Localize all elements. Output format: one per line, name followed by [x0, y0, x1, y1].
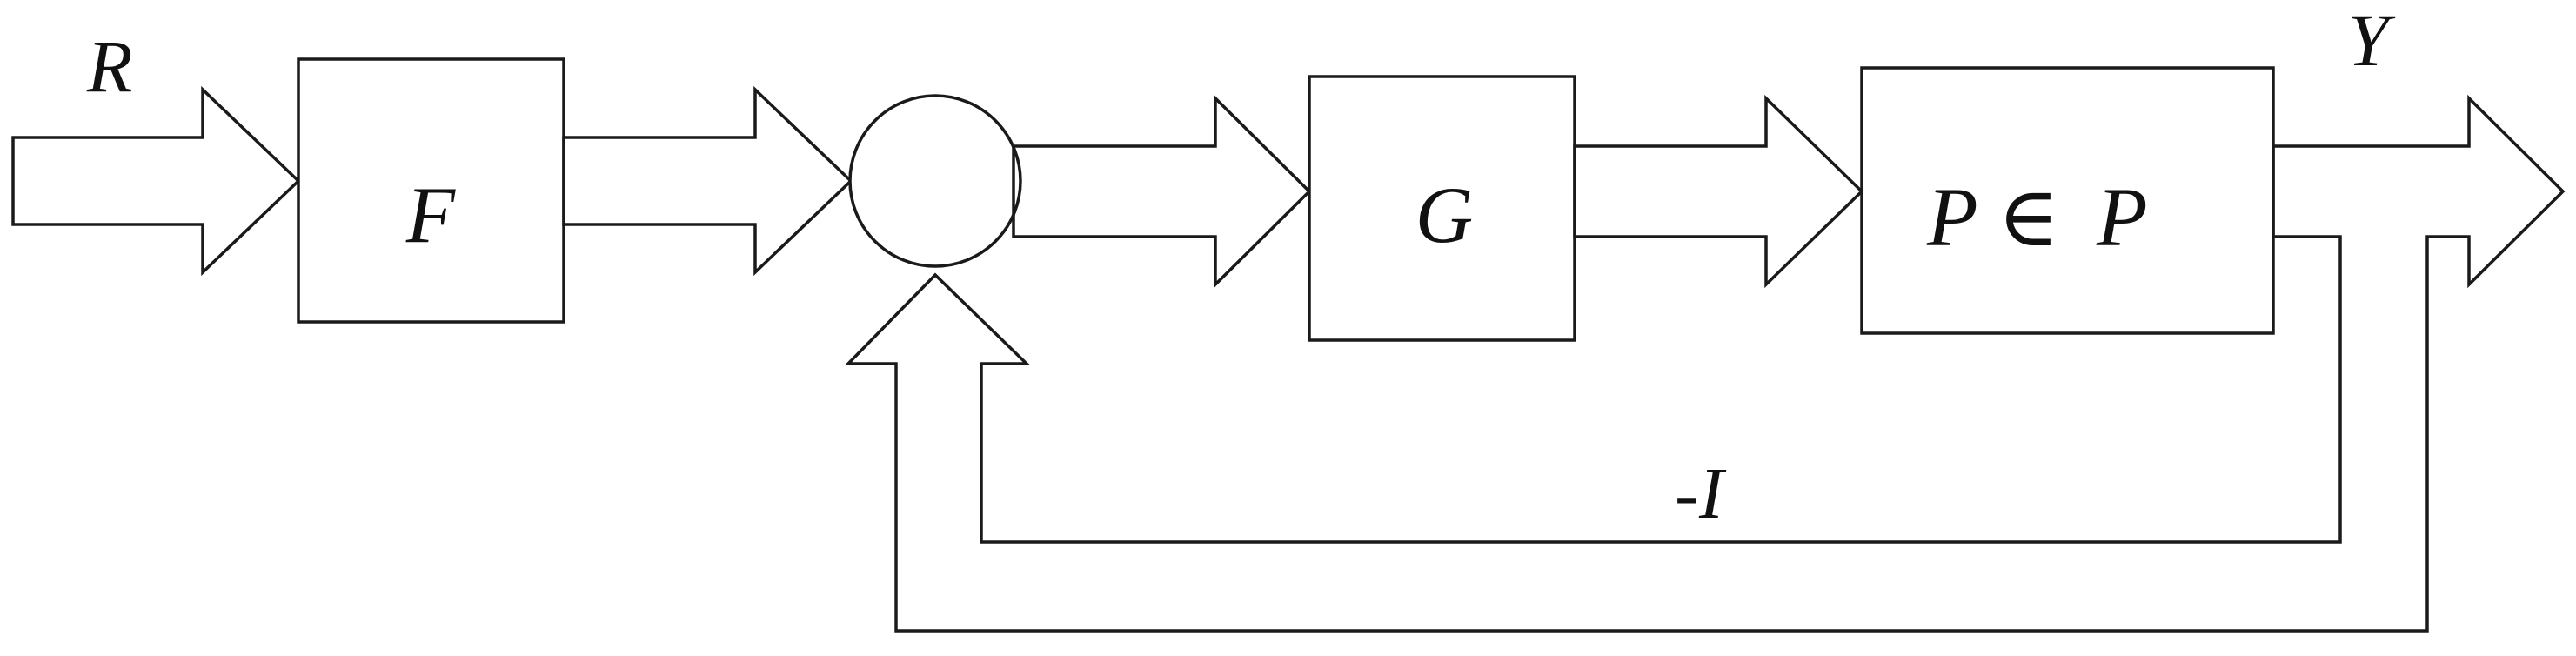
arrow-sum-to-g — [1012, 94, 1312, 289]
controller-block — [1308, 75, 1576, 342]
output-signal-label: Y — [2347, 0, 2396, 82]
input-arrow — [11, 85, 301, 277]
arrow-f-to-sum — [562, 85, 853, 277]
input-signal-label: R — [86, 24, 133, 108]
controller-label: G — [1415, 171, 1473, 259]
prefilter-block — [297, 57, 565, 324]
feedback-gain-label: -I — [1675, 453, 1727, 534]
summing-junction — [848, 94, 1022, 268]
output-arrow-outer-feedback — [844, 94, 2566, 633]
plant-set-label: P — [2096, 171, 2148, 264]
prefilter-label: F — [405, 171, 456, 259]
plant-label: P ∈ — [1926, 171, 2059, 264]
plant-block — [1860, 66, 2275, 335]
arrow-g-to-p — [1573, 94, 1864, 289]
